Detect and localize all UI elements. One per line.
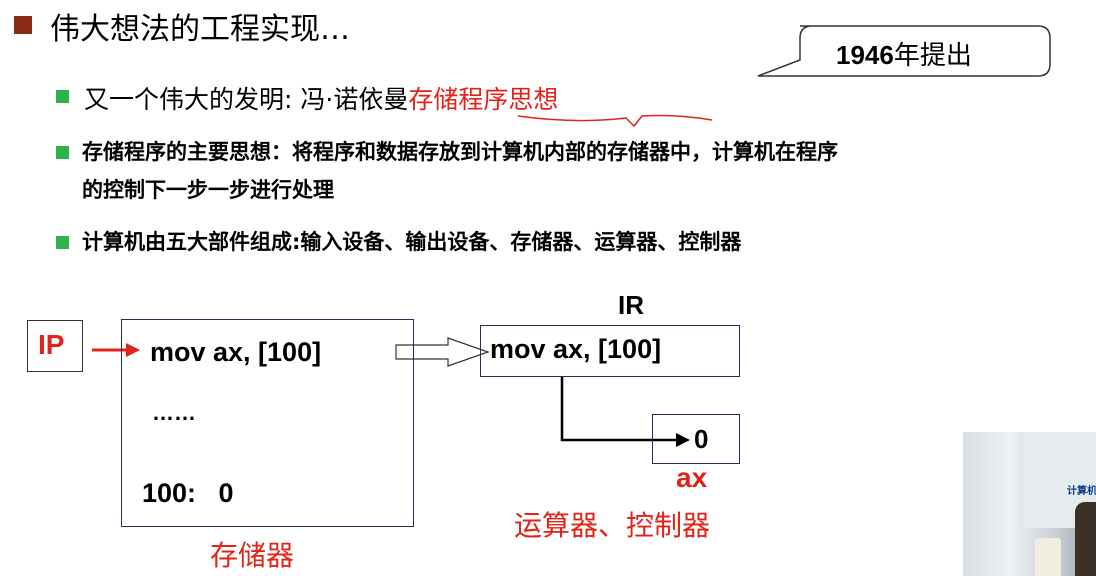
video-cup (1035, 538, 1061, 576)
bullet-1-highlight: 存储程序思想 (408, 85, 559, 114)
memory-instruction: mov ax, [100] (150, 337, 322, 367)
callout-suffix: 年提出 (893, 41, 972, 71)
bullet-2-line-1: 存储程序的主要思想：将程序和数据存放到计算机内部的存储器中，计算机在程序 (82, 140, 838, 164)
ir-register-box (480, 325, 740, 377)
callout-year: 1946 (836, 40, 894, 70)
ir-label: IR (618, 290, 644, 320)
bullet-2-line-2: 的控制下一步一步进行处理 (82, 178, 334, 202)
ax-value: 0 (694, 424, 709, 454)
bullet-1-prefix: 又一个伟大的发明: 冯·诺依曼 (84, 85, 409, 114)
bullet-3-marker (56, 236, 69, 249)
ir-content: mov ax, [100] (490, 334, 662, 364)
ax-register-box (652, 414, 740, 464)
memory-ellipsis: …… (152, 400, 196, 425)
highlight-underline (517, 114, 713, 128)
presenter-video-overlay: 计算机 (963, 432, 1096, 576)
title-bullet (14, 16, 32, 34)
bullet-3: 计算机由五大部件组成:输入设备、输出设备、存储器、运算器、控制器 (82, 230, 742, 254)
memory-caption: 存储器 (210, 539, 295, 572)
bullet-2-marker (56, 146, 69, 159)
cpu-caption: 运算器、控制器 (514, 509, 711, 542)
video-person (1075, 502, 1096, 576)
ip-label: IP (38, 329, 65, 360)
slide-title: 伟大想法的工程实现… (50, 12, 350, 47)
bullet-1: 又一个伟大的发明: 冯·诺依曼存储程序思想 (84, 80, 558, 116)
ip-register-box (27, 320, 83, 372)
video-caption: 计算机 (1067, 486, 1096, 497)
ax-label: ax (676, 462, 708, 493)
memory-data-cell: 100: 0 (142, 478, 234, 508)
callout-bubble (757, 25, 1051, 77)
memory-box (121, 319, 414, 527)
bullet-1-marker (56, 90, 69, 103)
callout-text: 1946年提出 (836, 35, 972, 72)
